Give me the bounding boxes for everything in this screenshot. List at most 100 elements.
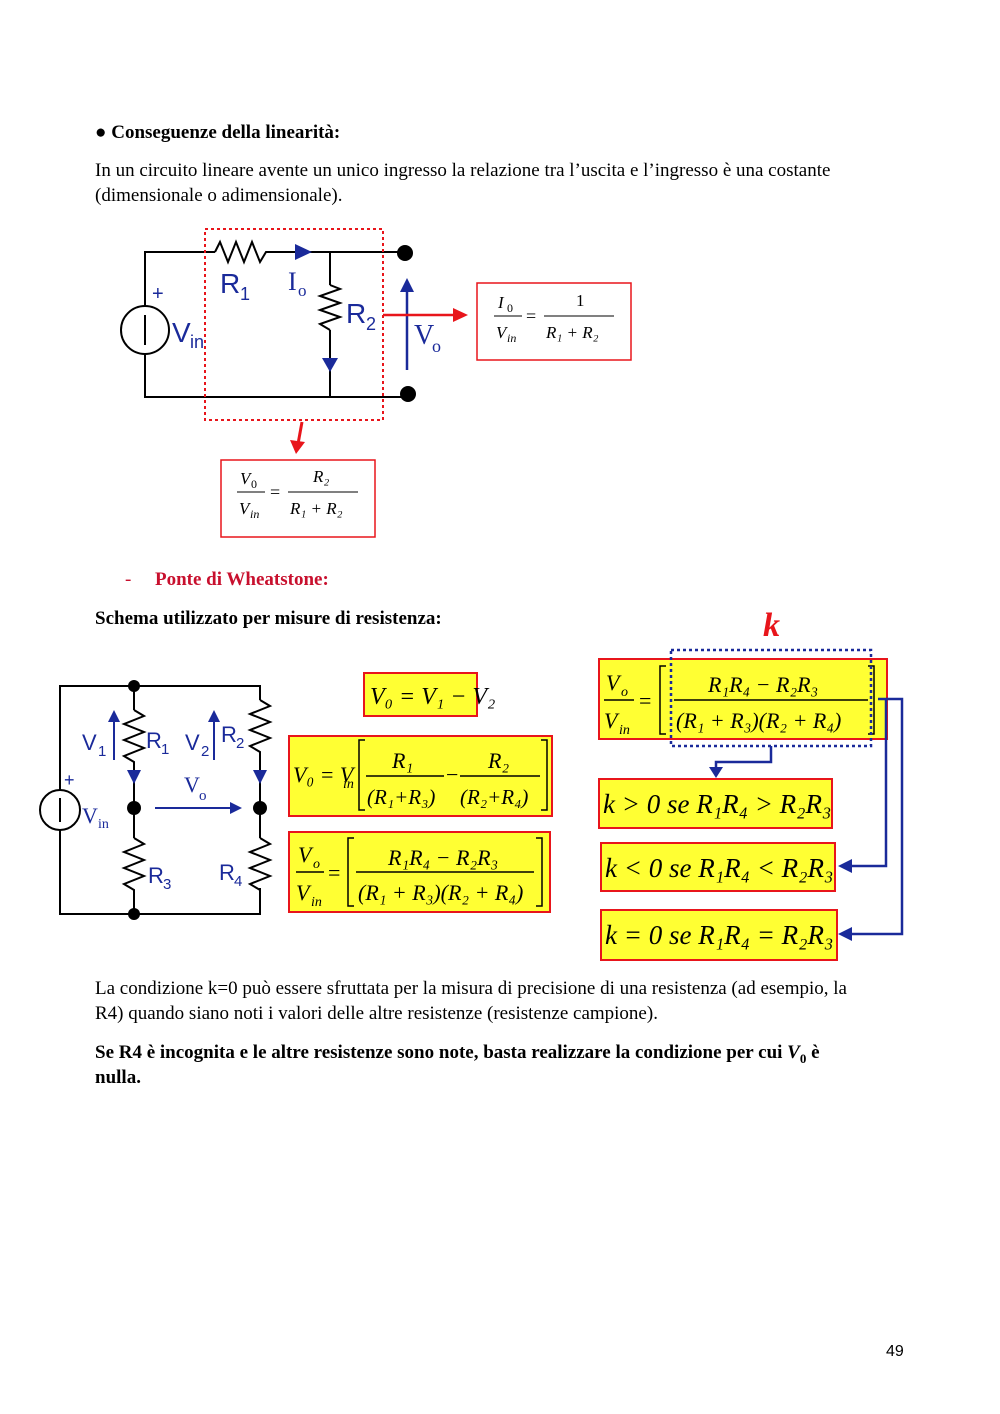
vin-label-sub: in: [190, 332, 204, 352]
formula-vo-difference-text: V₀ = V₁ − V₂: [370, 684, 495, 710]
vo-voltage-arrow: [400, 278, 414, 292]
ratio-right-vin: V: [604, 708, 620, 733]
voltage-formula-num-left: V: [240, 469, 253, 488]
bold-conclusion-part-a: Se R4 è incognita e le altre resistenze …: [95, 1042, 788, 1063]
voltage-gain-formula-box: V 0 V in = R₂ R₁ + R₂: [220, 459, 376, 538]
formula-vo-expanded: V₀ = V in R₁ (R₁+R₃) − R₂ (R₂+R₄): [288, 735, 553, 817]
formula-vo-minus: −: [446, 762, 458, 787]
bridge-node-left: [127, 801, 141, 815]
bridge-node-top: [128, 680, 140, 692]
k-positive-text: k > 0 se R₁R₄ > R₂R₃: [603, 789, 831, 819]
r2-current-arrow: [322, 358, 338, 372]
vo-label-sub: o: [432, 336, 441, 356]
linear-circuit-diagram: + V in R 1 I o R 2 V o I 0 V in = 1 R₁ +…: [120, 228, 632, 538]
v2-arrow: [208, 710, 220, 722]
bridge-r1-label: R: [146, 728, 162, 753]
bridge-r2-label: R: [221, 722, 237, 747]
ratio-right-equals: =: [639, 688, 651, 713]
current-formula-num-left: I: [497, 293, 505, 312]
ratio-left-den: (R₁ + R₃)(R₂ + R₄): [358, 880, 523, 905]
bold-conclusion-line1: Se R4 è incognita e le altre resistenze …: [95, 1040, 915, 1071]
k-label: k: [763, 610, 780, 644]
formula-vo-frac2-num: R₂: [487, 748, 509, 773]
section-heading-linearity: ● Conseguenze della linearità:: [95, 122, 341, 143]
io-label-sub: o: [298, 281, 307, 300]
ratio-left-vo: V: [298, 842, 314, 867]
bridge-vo-label: V: [184, 772, 200, 797]
current-formula-den-left: V: [496, 323, 509, 342]
voltage-formula-den-left-sub: in: [250, 507, 259, 521]
ratio-left-vo-sub: o: [313, 857, 320, 872]
bridge-r3-symbol: [121, 837, 147, 895]
vo-label: V: [414, 320, 434, 351]
formula-vo-frac1-den: (R₁+R₃): [367, 785, 435, 809]
io-current-arrow: [295, 244, 312, 260]
bold-conclusion-sub: 0: [799, 1050, 807, 1066]
bold-conclusion-part-b: è: [806, 1042, 820, 1063]
plus-sign: +: [152, 283, 164, 305]
current-formula-num-right: 1: [576, 291, 585, 310]
ratio-left-vin: V: [296, 880, 312, 905]
formula-vo-ratio-right: V o V in = R₁R₄ − R₂R₃ (R₁ + R₃)(R₂ + R₄…: [598, 648, 888, 748]
current-formula-den-right: R₁ + R₂: [545, 323, 599, 342]
k-negative-text: k < 0 se R₁R₄ < R₂R₃: [605, 853, 833, 883]
r1-current-arrow: [127, 770, 141, 784]
k-zero-box: k = 0 se R₁R₄ = R₂R₃: [600, 909, 838, 961]
k-zero-text: k = 0 se R₁R₄ = R₂R₃: [605, 920, 833, 950]
bridge-r2-label-sub: 2: [236, 735, 244, 752]
bridge-r1-label-sub: 1: [161, 741, 169, 758]
list-dash: -: [125, 569, 132, 590]
v1-arrow: [108, 710, 120, 722]
k-negative-box: k < 0 se R₁R₄ < R₂R₃: [600, 842, 836, 892]
bridge-r4-label-sub: 4: [234, 873, 242, 890]
r1-label-sub: 1: [240, 284, 250, 304]
ratio-right-vo: V: [606, 670, 622, 695]
output-terminal-top: [397, 245, 413, 261]
arrow-to-k-positive: [709, 767, 723, 778]
voltage-formula-num-right: R₂: [312, 467, 329, 486]
current-formula-den-left-sub: in: [507, 331, 516, 345]
bridge-node-right: [253, 801, 267, 815]
ratio-left-equals: =: [328, 860, 340, 885]
bridge-r4-label: R: [219, 860, 235, 885]
vin-label: V: [172, 317, 191, 348]
bridge-r3-label: R: [148, 863, 164, 888]
output-terminal-bottom: [400, 386, 416, 402]
ratio-right-vo-sub: o: [621, 685, 628, 700]
section-heading-wheatstone: Ponte di Wheatstone:: [155, 569, 329, 590]
voltage-formula-den-left: V: [239, 499, 252, 518]
formula-vo-frac1-num: R₁: [391, 748, 413, 773]
paragraph-k-zero-line2: R4) quando siano noti i valori delle alt…: [95, 1003, 658, 1024]
voltage-formula-den-right: R₁ + R₂: [289, 499, 343, 518]
bridge-vo-label-sub: o: [199, 788, 207, 804]
current-formula-num-left-sub: 0: [507, 301, 513, 315]
paragraph-k-zero-line1: La condizione k=0 può essere sfruttata p…: [95, 978, 847, 999]
page-number: 49: [886, 1343, 904, 1360]
r2-label: R: [346, 298, 366, 329]
r1-label: R: [220, 268, 240, 299]
r2-current-arrow-bridge: [253, 770, 267, 784]
r2-resistor-symbol: [316, 284, 344, 331]
formula-vo-difference: V₀ = V₁ − V₂: [363, 672, 495, 717]
vo-bridge-arrow: [230, 802, 242, 814]
wheatstone-bridge-diagram: V 1 R 1 V 2 R 2 V o + V in R 3 R 4 V₀ = …: [39, 610, 904, 961]
v1-label-sub: 1: [98, 743, 106, 760]
formula-vo-expanded-left-sub: in: [343, 777, 354, 792]
v2-label: V: [185, 730, 200, 755]
red-arrow-right: [453, 308, 468, 322]
bridge-r2-symbol: [247, 699, 273, 778]
v2-label-sub: 2: [201, 743, 209, 760]
bridge-node-bottom: [128, 908, 140, 920]
bridge-r4-symbol: [247, 837, 273, 895]
ratio-left-vin-sub: in: [311, 895, 322, 910]
v1-label: V: [82, 730, 97, 755]
ratio-right-vin-sub: in: [619, 723, 630, 738]
ratio-left-num: R₁R₄ − R₂R₃: [387, 845, 498, 870]
bridge-vin-label-sub: in: [98, 817, 109, 832]
red-arrow-down: [290, 440, 305, 454]
formula-vo-expanded-left: V₀ = V: [293, 762, 356, 787]
formula-vo-frac2-den: (R₂+R₄): [460, 785, 528, 809]
bold-conclusion-line2: nulla.: [95, 1067, 141, 1088]
section-subheading-resistance: Schema utilizzato per misure di resisten…: [95, 608, 442, 629]
bold-conclusion-var: V: [787, 1042, 800, 1063]
